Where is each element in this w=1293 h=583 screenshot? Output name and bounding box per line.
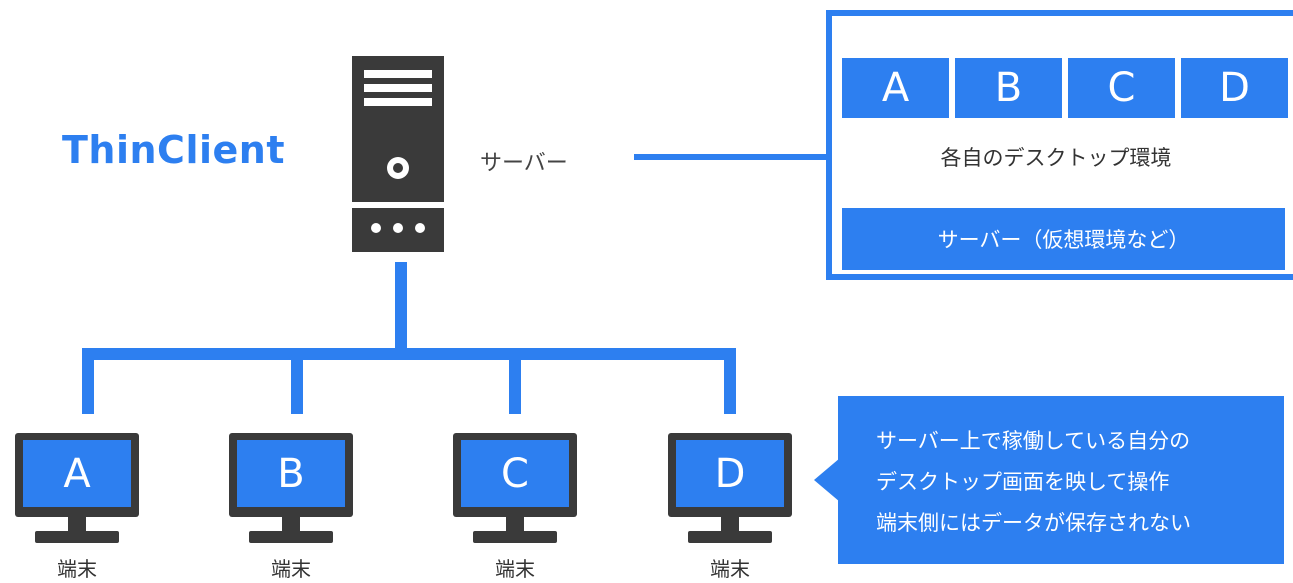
- terminal-label: 端末: [495, 557, 535, 581]
- terminal-label: 端末: [271, 557, 311, 581]
- terminal-c: C 端末: [453, 433, 577, 582]
- desktop-tile-d: D: [1181, 58, 1288, 118]
- server-panel-connector: [634, 154, 830, 160]
- network-drop-c: [509, 348, 521, 414]
- terminal-letter: C: [461, 440, 569, 507]
- terminal-d: D 端末: [668, 433, 792, 582]
- terminal-letter: D: [676, 440, 784, 507]
- terminal-label: 端末: [57, 557, 97, 581]
- network-trunk: [395, 262, 407, 352]
- network-drop-b: [291, 348, 303, 414]
- network-drop-d: [724, 348, 736, 414]
- network-bus: [82, 348, 736, 360]
- terminal-letter: B: [237, 440, 345, 507]
- callout-line: 端末側にはデータが保存されない: [876, 511, 1191, 535]
- desktop-tile-c: C: [1068, 58, 1175, 118]
- explanation-callout: サーバー上で稼働している自分の デスクトップ画面を映して操作 端末側にはデータが…: [838, 396, 1284, 564]
- callout-line: サーバー上で稼働している自分の: [876, 429, 1191, 453]
- server-icon: [352, 56, 444, 252]
- terminal-a: A 端末: [15, 433, 139, 582]
- callout-pointer: [814, 458, 840, 502]
- monitor-icon: B: [229, 433, 353, 517]
- diagram-title: ThinClient: [62, 128, 285, 172]
- terminal-b: B 端末: [229, 433, 353, 582]
- desktop-caption: 各自のデスクトップ環境: [940, 146, 1172, 170]
- callout-line: デスクトップ画面を映して操作: [876, 470, 1170, 494]
- monitor-icon: D: [668, 433, 792, 517]
- terminal-letter: A: [23, 440, 131, 507]
- desktop-tile-b: B: [955, 58, 1062, 118]
- monitor-icon: C: [453, 433, 577, 517]
- server-bar: サーバー（仮想環境など）: [842, 208, 1285, 270]
- desktop-tile-a: A: [842, 58, 949, 118]
- network-drop-a: [82, 348, 94, 414]
- server-label: サーバー: [480, 151, 568, 176]
- monitor-icon: A: [15, 433, 139, 517]
- terminal-label: 端末: [710, 557, 750, 581]
